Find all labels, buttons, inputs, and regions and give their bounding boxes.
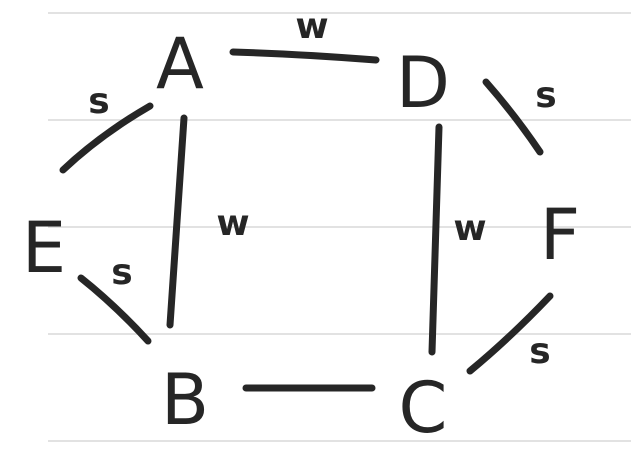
node-c: C xyxy=(399,367,448,449)
node-f: F xyxy=(540,194,580,276)
edge-f-c xyxy=(466,292,554,375)
edge-label-a-e: s xyxy=(88,81,109,122)
edge-label-d-c: w xyxy=(453,208,486,249)
edge-d-f xyxy=(482,78,544,156)
edge-label-a-d: w xyxy=(295,6,328,47)
edge-a-e xyxy=(59,102,154,174)
edge-labels: w w w s s s s xyxy=(88,6,556,372)
edge-a-b xyxy=(166,114,188,329)
node-labels: A D E F B C xyxy=(22,23,580,449)
node-e: E xyxy=(22,207,66,289)
edge-a-d xyxy=(229,48,380,64)
edge-d-c xyxy=(428,123,443,356)
edge-e-b xyxy=(77,274,152,345)
node-b: B xyxy=(161,359,209,441)
node-a: A xyxy=(156,23,204,105)
edges xyxy=(59,48,554,392)
edge-label-d-f: s xyxy=(535,75,556,116)
edge-label-f-c: s xyxy=(529,331,550,372)
node-d: D xyxy=(396,42,450,124)
edge-label-a-b: w xyxy=(216,203,249,244)
edge-label-e-b: s xyxy=(111,252,132,293)
